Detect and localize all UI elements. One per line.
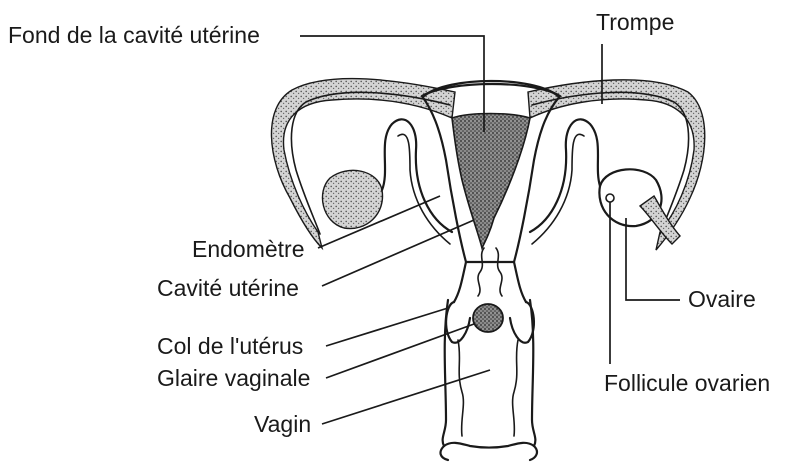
label-cavite-uterine: Cavité utérine: [157, 275, 299, 301]
cervix-outline: [454, 262, 526, 302]
vagina-left-wall: [443, 300, 448, 446]
ovarian-follicle: [606, 194, 614, 202]
label-trompe: Trompe: [596, 9, 674, 35]
left-ovary: [322, 170, 382, 228]
label-glaire-vaginale: Glaire vaginale: [157, 365, 310, 391]
leader-cavite: [322, 220, 474, 286]
label-endometre: Endomètre: [192, 236, 305, 262]
label-ovaire: Ovaire: [688, 286, 756, 312]
uterine-cavity: [452, 114, 530, 249]
cervix-left-lip: [446, 302, 470, 343]
vagina-right-inner: [513, 340, 518, 436]
cervical-canal-left: [478, 248, 484, 296]
label-vagin: Vagin: [254, 411, 311, 437]
right-ovarian-ligament-inner: [532, 134, 584, 244]
vagina-left-inner: [458, 340, 463, 436]
label-follicule-ovarien: Follicule ovarien: [604, 370, 770, 396]
cervical-canal-right: [496, 248, 502, 296]
label-col-uterus: Col de l'utérus: [157, 333, 303, 359]
label-fond-cavite: Fond de la cavité utérine: [8, 22, 260, 48]
left-ovarian-ligament-inner: [398, 134, 450, 244]
leader-glaire: [326, 324, 474, 378]
vaginal-mucus-plug: [473, 304, 503, 332]
leader-vagin: [322, 370, 490, 424]
vaginal-opening: [441, 443, 537, 460]
